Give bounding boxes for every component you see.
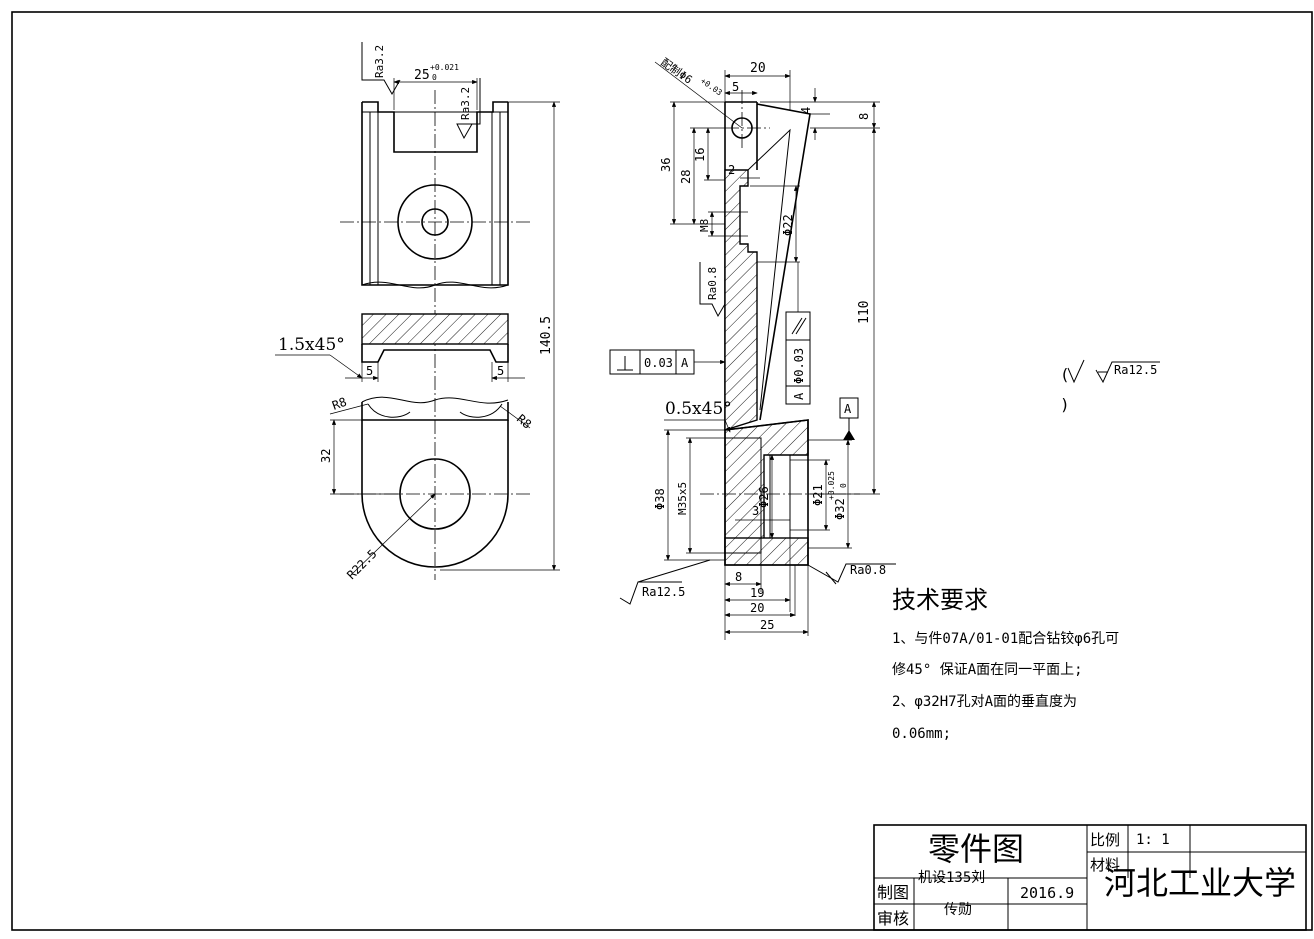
scale-label: 比例 [1090, 831, 1120, 849]
dim-8: 8 [735, 570, 742, 584]
r8-right: R8 [514, 412, 534, 432]
scale-value: 1: 1 [1136, 832, 1170, 848]
tech-line4: 0.06mm; [892, 726, 951, 742]
dim-phi32-sub: 0 [839, 483, 848, 488]
right-view: 20 5 配制Φ6 +0.03 4 8 36 28 16 2 M8 [609, 56, 896, 640]
svg-text:A: A [681, 356, 689, 370]
school-name: 河北工业大学 [1104, 864, 1296, 902]
dim-36: 36 [659, 158, 673, 172]
drawer-name: 机设135刘 [918, 870, 985, 886]
svg-text:Ra12.5: Ra12.5 [642, 585, 685, 599]
roughness-symbol-top-left: Ra3.2 [361, 42, 401, 96]
dim-5-left: 5 [366, 364, 373, 378]
roughness-symbol-ra125: Ra12.5 [619, 559, 711, 605]
top-dim: 25 [414, 68, 430, 83]
dim-20-bottom: 20 [750, 601, 764, 615]
svg-text:Ra12.5: Ra12.5 [1114, 363, 1157, 377]
chamfer-right: 0.5x45° [665, 399, 732, 419]
dim-4: 4 [799, 107, 813, 114]
svg-text:A: A [792, 392, 806, 400]
r22: R22.5 [344, 547, 379, 582]
top-dim-sub: 0 [432, 73, 437, 82]
material-label: 材料 [1090, 856, 1120, 874]
dim-8-right: 8 [857, 113, 871, 120]
r8-left: R8 [330, 395, 348, 413]
note-hole-tol: +0.03 [699, 76, 724, 97]
tech-line1: 1、与件07A/01-01配合钻铰φ6孔可 [892, 631, 1119, 647]
roughness-symbol-ra08-left: Ra0.8 [699, 262, 726, 318]
dim-phi26: Φ26 [757, 486, 771, 508]
svg-text:Ra3.2: Ra3.2 [459, 87, 472, 120]
svg-text:0.03: 0.03 [644, 356, 673, 370]
drawer-name-2: 传勋 [944, 902, 972, 918]
dim-phi38: Φ38 [653, 488, 667, 510]
drawing-date: 2016.9 [1020, 884, 1074, 902]
title-block: 零件图 比例 1: 1 材料 河北工业大学 制图 审核 机设135刘 传勋 20… [873, 824, 1307, 931]
left-view: 25 +0.021 0 Ra3.2 Ra3.2 140.5 1.5x45° 5 … [275, 42, 560, 582]
top-tol: +0.021 [430, 63, 459, 72]
draw-label: 制图 [877, 883, 909, 902]
svg-text:): ) [1060, 395, 1070, 414]
svg-text:(: ( [1060, 365, 1070, 384]
perpendicularity-frame: 0.03 A [609, 349, 726, 375]
parallelism-frame: Φ0.03 A [785, 262, 811, 405]
drawing-frame [11, 11, 1313, 931]
dim-phi32: Φ32 [833, 498, 847, 520]
dim-5-right: 5 [497, 364, 504, 378]
dim-28: 28 [679, 170, 693, 184]
datum-a: A [844, 402, 852, 416]
dim-20-top: 20 [750, 61, 766, 76]
check-label: 审核 [877, 909, 909, 928]
dim-19: 19 [750, 586, 764, 600]
dim-3: 3 [752, 504, 759, 518]
dim-110: 110 [857, 301, 872, 324]
roughness-symbol-top-right: Ra3.2 [456, 78, 481, 140]
height-dim: 140.5 [539, 316, 554, 355]
dim-phi21: Φ21 [811, 484, 825, 506]
dim-32: 32 [319, 449, 333, 463]
dim-25: 25 [760, 618, 774, 632]
dim-2: 2 [728, 163, 735, 177]
note-hole: 配制Φ6 [658, 56, 694, 87]
svg-text:Ra3.2: Ra3.2 [373, 45, 386, 78]
dim-m35: M35x5 [676, 482, 689, 515]
dim-phi22: Φ22 [781, 214, 795, 236]
dim-m8: M8 [698, 219, 711, 232]
roughness-symbol-ra08-right: Ra0.8 [807, 563, 896, 585]
rest-roughness: ( Ra12.5 ) [1060, 359, 1160, 414]
tech-requirements: 技术要求 1、与件07A/01-01配合钻铰φ6孔可 修45° 保证A面在同一平… [892, 586, 1119, 742]
dim-phi32-tol: +0.025 [827, 471, 836, 500]
tech-title: 技术要求 [892, 586, 988, 614]
svg-text:Ra0.8: Ra0.8 [706, 267, 719, 300]
dim-5-top: 5 [732, 80, 739, 94]
svg-text:Φ0.03: Φ0.03 [792, 348, 806, 384]
part-title: 零件图 [928, 830, 1024, 868]
dim-16: 16 [693, 148, 707, 162]
tech-line3: 2、φ32H7孔对A面的垂直度为 [892, 693, 1077, 710]
tech-line2: 修45° 保证A面在同一平面上; [892, 662, 1083, 678]
svg-text:Ra0.8: Ra0.8 [850, 563, 886, 577]
chamfer-left: 1.5x45° [278, 335, 345, 355]
